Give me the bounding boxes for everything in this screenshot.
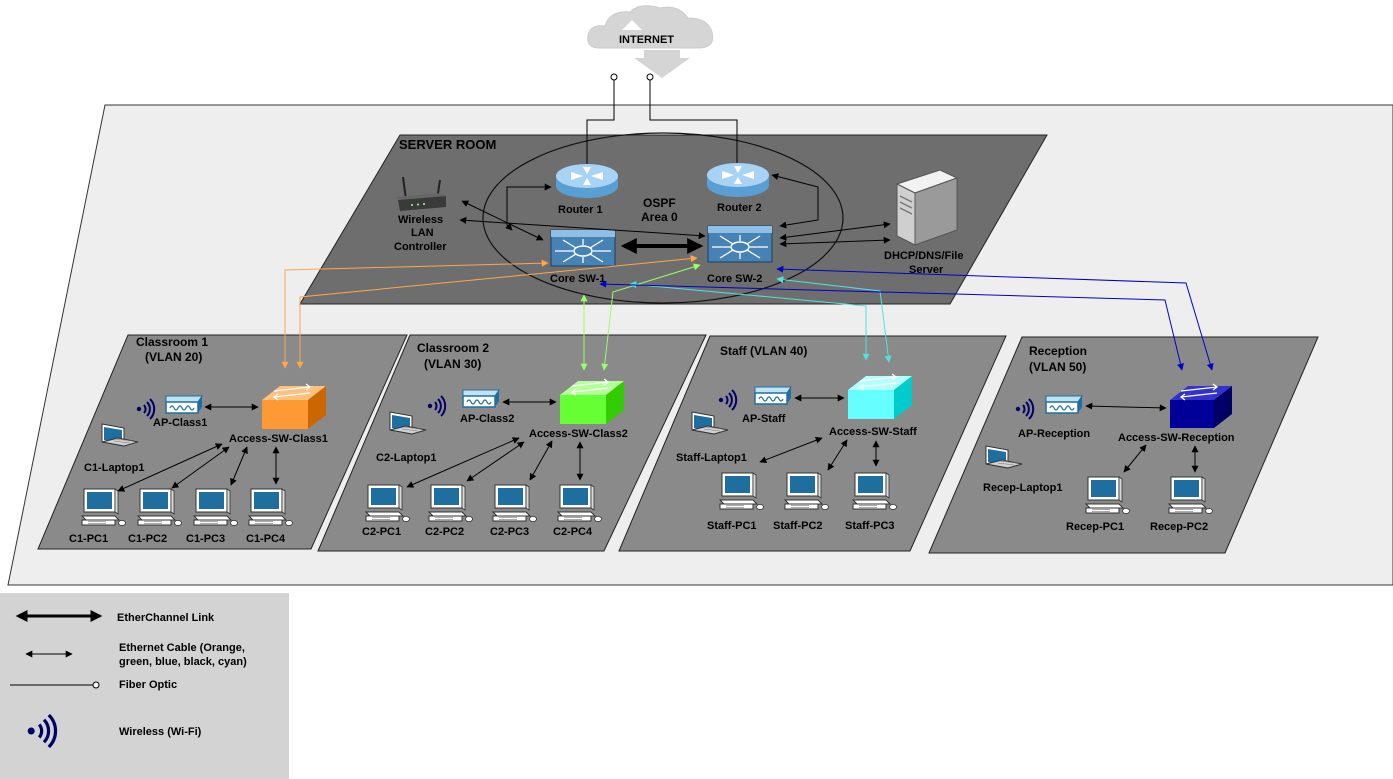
zone2-links (406, 398, 584, 488)
zone1-links (117, 403, 280, 492)
zone2-pc1-label: C2-PC1 (362, 526, 401, 538)
zone4-title-1: Reception (1029, 344, 1087, 358)
legend-fiber: Fiber Optic (119, 679, 177, 691)
core-sw1-icon[interactable] (550, 229, 616, 267)
ospf-label: OSPF (643, 196, 676, 210)
internet-label: INTERNET (619, 34, 674, 46)
zone4-laptop-label: Recep-Laptop1 (983, 482, 1062, 494)
zone1-pc1-label: C1-PC1 (69, 533, 108, 545)
zone1-title-2: (VLAN 20) (145, 350, 202, 364)
zone4-switch-label: Access-SW-Reception (1118, 432, 1235, 444)
zone3-pc1-label: Staff-PC1 (707, 520, 757, 532)
wlc-label-1: Wireless (398, 214, 443, 226)
zone2-switch-icon[interactable] (560, 378, 624, 424)
router1-icon[interactable] (556, 164, 618, 198)
wireless-lan-controller-icon[interactable] (395, 176, 446, 211)
zone3-switch-label: Access-SW-Staff (829, 426, 917, 438)
zone2-laptop-label: C2-Laptop1 (376, 452, 437, 464)
zone1-pc2-label: C1-PC2 (128, 533, 167, 545)
legend-ethernet-1: Ethernet Cable (Orange, (119, 642, 245, 654)
zone3-ap-label: AP-Staff (742, 413, 786, 425)
core-sw1-label: Core SW-1 (550, 273, 605, 285)
zone2-pc2-label: C2-PC2 (425, 526, 464, 538)
zone1-title-1: Classroom 1 (136, 335, 208, 349)
zone4-switch-icon[interactable] (1170, 383, 1232, 428)
zone2-pc3-label: C2-PC3 (490, 526, 529, 538)
core-sw2-label: Core SW-2 (707, 273, 762, 285)
zone3-title-1: Staff (VLAN 40) (720, 344, 807, 358)
zone1-laptop-label: C1-Laptop1 (84, 462, 145, 474)
uplink-orange (281, 255, 698, 369)
zone1-pc3-label: C1-PC3 (186, 533, 225, 545)
legend-box (0, 593, 289, 779)
fiber-links (586, 73, 738, 165)
zone4-pc2-label: Recep-PC2 (1150, 521, 1208, 533)
legend-fiber-end (92, 681, 100, 689)
router2-icon[interactable] (707, 163, 769, 197)
zone1-switch-label: Access-SW-Class1 (229, 433, 328, 445)
zone4-ap-label: AP-Reception (1018, 428, 1090, 440)
zone4-title-2: (VLAN 50) (1029, 360, 1086, 374)
zone3-pc3-label: Staff-PC3 (845, 520, 895, 532)
zone1-pc4-label: C1-PC4 (246, 533, 286, 545)
zone2-ap-icon[interactable] (462, 389, 500, 408)
router1-label: Router 1 (558, 204, 603, 216)
legend-wireless: Wireless (Wi-Fi) (119, 726, 202, 738)
server-room-links (459, 173, 891, 248)
zone1-ap-icon[interactable] (165, 395, 203, 414)
core-sw2-icon[interactable] (707, 225, 773, 263)
zone3-pc2-label: Staff-PC2 (773, 520, 823, 532)
zone2-title-1: Classroom 2 (417, 341, 489, 355)
zone1-switch-icon[interactable] (262, 383, 326, 429)
server-room-title: SERVER ROOM (399, 137, 496, 152)
zone3-ap-icon[interactable] (754, 386, 792, 405)
zone3-links (759, 394, 880, 471)
uplink-blue (599, 265, 1214, 371)
ospf-area-label: Area 0 (641, 210, 678, 224)
zone3-switch-icon[interactable] (848, 373, 912, 419)
zone2-title-2: (VLAN 30) (424, 357, 481, 371)
zone4-links (1085, 402, 1199, 473)
wlc-label-3: Controller (394, 241, 447, 253)
server-icon[interactable] (895, 169, 959, 246)
zone2-pc4-label: C2-PC4 (553, 526, 593, 538)
zone4-pc1-label: Recep-PC1 (1066, 521, 1124, 533)
server-label-1: DHCP/DNS/File (884, 250, 963, 262)
legend-ethernet-2: green, blue, black, cyan) (119, 656, 247, 668)
wlc-label-2: LAN (411, 227, 434, 239)
router2-label: Router 2 (717, 202, 762, 214)
internet-cloud-icon (587, 5, 714, 78)
zone2-ap-label: AP-Class2 (460, 413, 514, 425)
legend-etherchannel: EtherChannel Link (117, 612, 215, 624)
zone2-switch-label: Access-SW-Class2 (529, 428, 628, 440)
zone1-ap-label: AP-Class1 (153, 417, 207, 429)
zone4-ap-icon[interactable] (1045, 395, 1083, 414)
zone3-laptop-label: Staff-Laptop1 (676, 452, 747, 464)
